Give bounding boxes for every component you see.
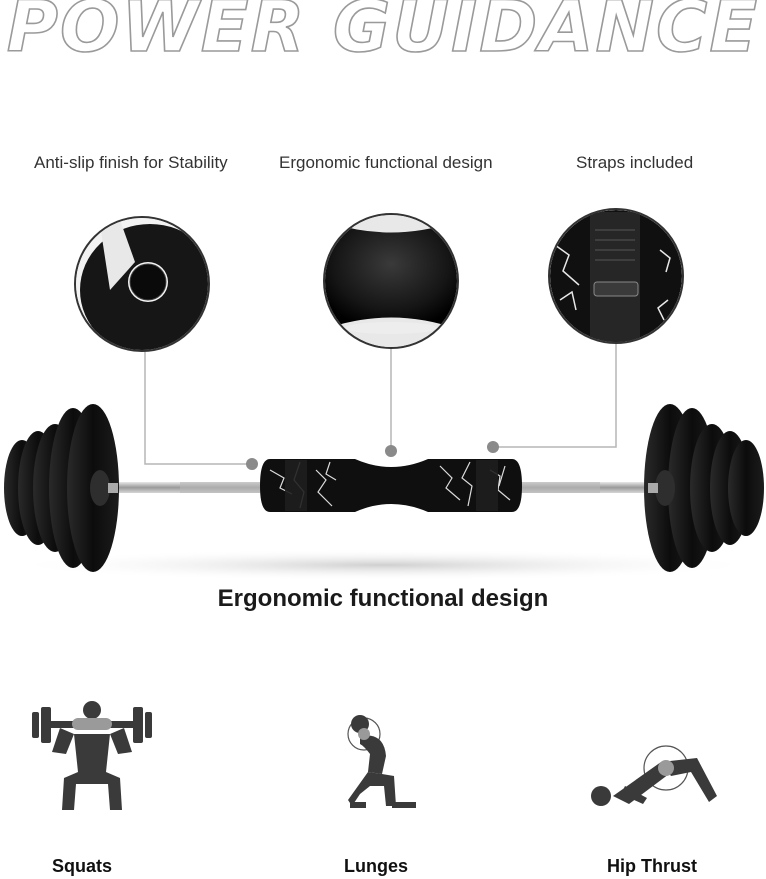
exercise-label-squats: Squats xyxy=(52,856,113,876)
exercise-label-hip-thrust: Hip Thrust xyxy=(607,856,697,876)
callout-dot-right xyxy=(487,441,499,453)
exercise-label-lunges: Lunges xyxy=(344,856,409,876)
product-scene xyxy=(3,208,764,581)
detail-circle-leather xyxy=(323,213,459,349)
feature-label-anti-slip: Anti-slip finish for Stability xyxy=(34,153,228,172)
feature-label-ergonomic: Ergonomic functional design xyxy=(279,153,493,172)
hip-thrust-figure-icon xyxy=(591,745,717,806)
product-caption: Ergonomic functional design xyxy=(217,585,549,612)
headline-power-guidance: POWER GUIDANCE xyxy=(6,0,760,69)
detail-circle-strap xyxy=(548,208,684,344)
right-weight-plates xyxy=(644,404,764,572)
left-weight-plates xyxy=(4,404,119,572)
callout-dot-left xyxy=(246,458,258,470)
callout-lines xyxy=(144,340,617,465)
lunge-figure-icon xyxy=(347,715,416,808)
feature-label-straps: Straps included xyxy=(576,153,694,172)
squat-pad xyxy=(260,459,522,512)
squat-figure-icon xyxy=(32,701,152,810)
detail-circle-foam xyxy=(74,216,210,352)
callout-dot-middle xyxy=(385,445,397,457)
